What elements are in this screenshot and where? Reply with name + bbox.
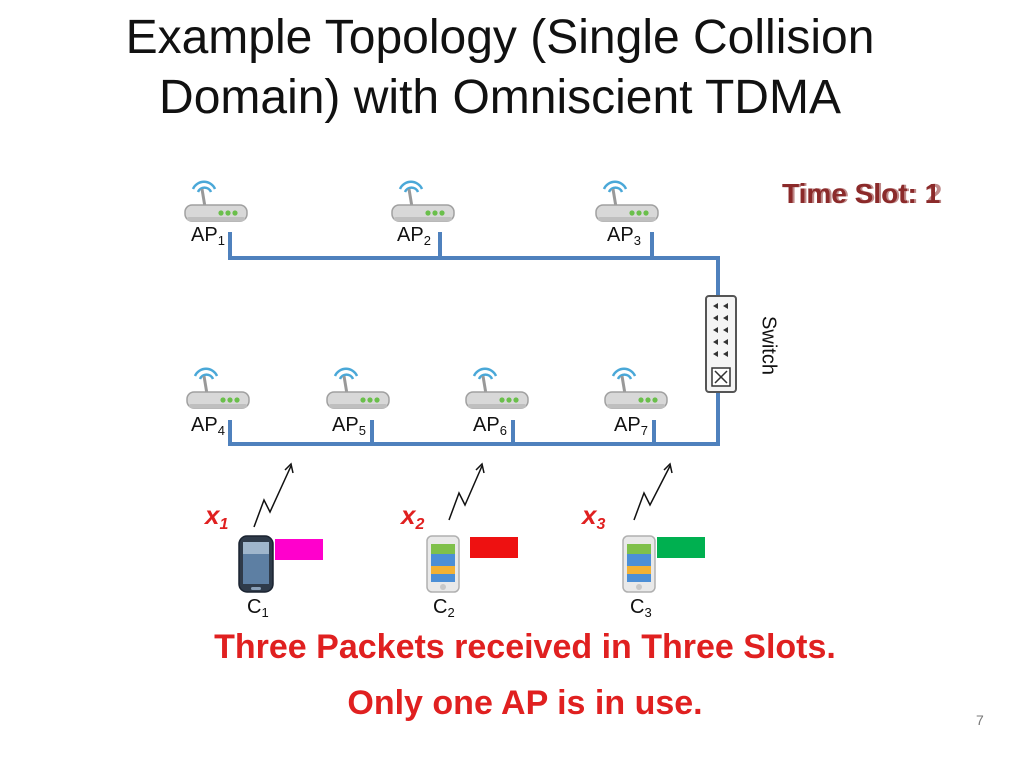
ap7-router-icon [603, 367, 669, 410]
ap2-label: AP2 [397, 224, 431, 248]
wireless-links [253, 462, 673, 528]
switch-label: Switch [757, 316, 780, 375]
c3-packet [657, 537, 705, 558]
ap3-router-icon [594, 180, 660, 223]
wiring [228, 232, 720, 446]
time-slot-label: Time Slot: 1 [782, 178, 941, 209]
caption-line-2: Only one AP is in use. [347, 684, 703, 722]
ap6-label: AP6 [473, 414, 507, 438]
c1-phone-icon [238, 535, 274, 593]
client-c2-label: C2 [433, 596, 455, 620]
ap1-router-icon [183, 180, 249, 223]
packet-x1-label: x1 [205, 500, 229, 533]
ap5-label: AP5 [332, 414, 366, 438]
slide-title: Example Topology (Single Collision Domai… [0, 8, 1000, 128]
c2-uplink-arrow [448, 465, 483, 521]
c3-uplink-arrow [633, 465, 671, 521]
ap2-router-icon [390, 180, 456, 223]
ap6-router-icon [464, 367, 530, 410]
ap3-label: AP3 [607, 224, 641, 248]
title-line-2: Domain) with Omniscient TDMA [159, 71, 841, 124]
c3-phone-icon [622, 535, 656, 593]
c2-uplink-arrowhead [475, 462, 485, 474]
bottom-backbone-wire [228, 390, 720, 446]
c1-packet [275, 539, 323, 560]
time-slot-overlay: Time Slot: 2 [784, 178, 943, 209]
c2-phone-icon [426, 535, 460, 593]
ap7-label: AP7 [614, 414, 648, 438]
title-line-1: Example Topology (Single Collision [125, 11, 875, 64]
caption-line-1: Three Packets received in Three Slots. [214, 628, 836, 666]
c1-uplink-arrowhead [284, 462, 294, 474]
switch-icon [705, 295, 737, 393]
c1-uplink-arrow [253, 465, 292, 528]
client-c3-label: C3 [630, 596, 652, 620]
ap4-router-icon [185, 367, 251, 410]
packet-x3-label: x3 [582, 500, 606, 533]
ap1-label: AP1 [191, 224, 225, 248]
c2-packet [470, 537, 518, 558]
c3-uplink-arrowhead [663, 462, 673, 474]
time-slot-indicator: Time Slot: 2 Time Slot: 1 [782, 178, 982, 218]
packet-x2-label: x2 [401, 500, 425, 533]
ap5-router-icon [325, 367, 391, 410]
ap4-label: AP4 [191, 414, 225, 438]
top-backbone-wire [228, 232, 720, 300]
client-c1-label: C1 [247, 596, 269, 620]
page-number: 7 [976, 712, 984, 728]
